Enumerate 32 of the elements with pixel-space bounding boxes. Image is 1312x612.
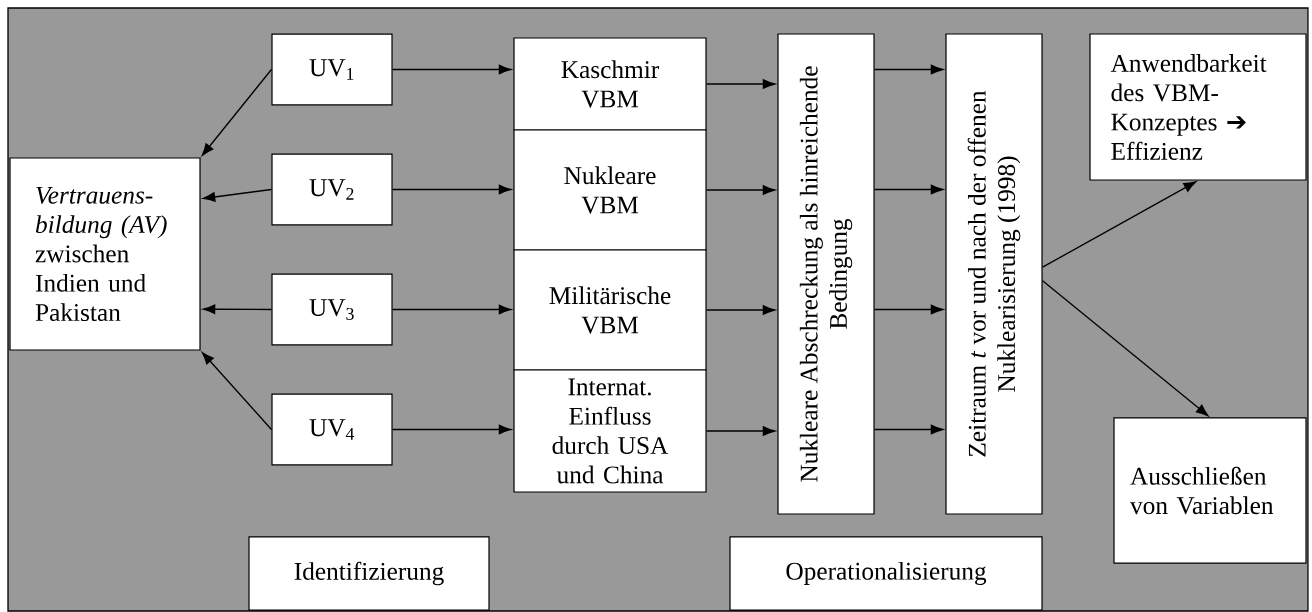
vertical-text-box: Nukleare Abschreckung als hinreichende Bedingung [777,33,875,515]
arrow [1041,181,1197,268]
text-box: Kaschmir VBM [513,37,707,131]
arrow [873,184,944,195]
text-box: UV$_{4}$ [271,393,393,466]
text-box: Identifizierung [248,536,490,611]
arrow [202,304,273,315]
arrow [1041,280,1209,417]
text-box: UV$_{1}$ [271,33,393,106]
arrow [705,305,776,315]
text-box: Anwendbarkeit des VBM-Konzeptes ➔ Effizienz [1089,33,1307,181]
text-box: UV$_{2}$ [271,153,393,226]
arrow [391,424,512,435]
text-box: Militärische VBM [513,249,707,371]
arrow [873,304,944,315]
text-box: Internat. Einfluss durch USA und China [513,369,707,493]
text-box: Ausschließen von Variablen [1113,417,1307,564]
arrow [705,79,776,89]
text-box: Nukleare VBM [513,129,707,251]
arrow [391,304,512,315]
arrow [705,426,776,436]
arrow [705,185,776,195]
arrow [201,352,273,431]
text-box: Operationalisierung [729,536,1043,611]
arrow [873,424,944,435]
arrow [201,68,273,156]
arrow [202,188,273,202]
arrow [391,184,512,195]
arrow [873,64,944,75]
text-box: UV$_{3}$ [271,273,393,346]
text-box: Vertrauens-bildung (AV) zwischen Indien und Pakistan [9,157,201,351]
arrow [391,64,512,75]
